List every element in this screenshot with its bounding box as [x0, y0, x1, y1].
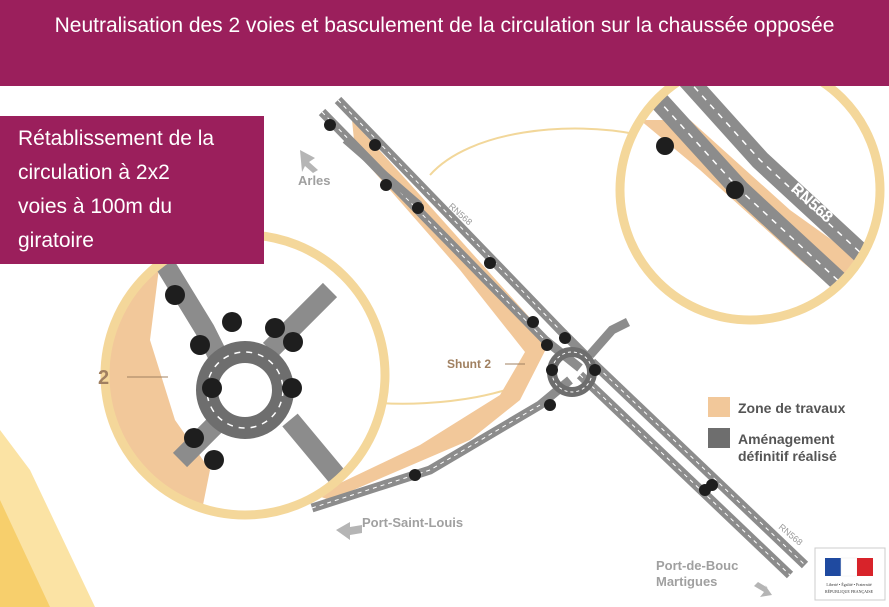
- info-line-1: Rétablissement de la: [18, 127, 215, 150]
- place-arles: Arles: [298, 173, 331, 188]
- title-banner: Neutralisation des 2 voies et basculemen…: [0, 0, 889, 86]
- logo-motto: Liberté • Égalité • Fraternité: [826, 582, 871, 587]
- place-port-saint-louis: Port-Saint-Louis: [362, 515, 463, 530]
- legend-label-works: Zone de travaux: [738, 400, 846, 416]
- place-martigues: Martigues: [656, 574, 717, 589]
- republique-francaise-logo: Liberté • Égalité • Fraternité RÉPUBLIQU…: [814, 547, 886, 601]
- port-saint-louis-direction-icon: [336, 522, 362, 540]
- martigues-direction-icon: [754, 582, 772, 597]
- info-line-2: circulation à 2x2: [18, 161, 170, 184]
- zoom-circle-left: [100, 230, 390, 520]
- rd268-road: [310, 317, 631, 513]
- decor-stripes: [0, 430, 95, 607]
- zoom-circle-top: RN568: [615, 55, 885, 325]
- shunt-label: Shunt 2: [447, 357, 491, 371]
- place-port-de-bouc: Port-de-Bouc: [656, 558, 738, 573]
- legend-label-final-2: définitif réalisé: [738, 448, 837, 464]
- works-zone: [315, 120, 548, 500]
- info-line-4: giratoire: [18, 229, 94, 252]
- legend: Zone de travaux Aménagement définitif ré…: [708, 397, 846, 464]
- logo-name: RÉPUBLIQUE FRANÇAISE: [825, 589, 874, 594]
- info-line-3: voies à 100m du: [18, 195, 173, 218]
- zoom-number-label: 2: [98, 367, 109, 389]
- legend-swatch-final: [708, 428, 730, 448]
- arles-direction-icon: [300, 150, 318, 173]
- info-box: Rétablissement de la circulation à 2x2 v…: [0, 116, 264, 264]
- zoom-connector-top: [429, 127, 641, 176]
- banner-title: Neutralisation des 2 voies et basculemen…: [54, 14, 835, 37]
- legend-swatch-works: [708, 397, 730, 417]
- legend-label-final-1: Aménagement: [738, 431, 835, 447]
- lane-markers: [324, 119, 718, 496]
